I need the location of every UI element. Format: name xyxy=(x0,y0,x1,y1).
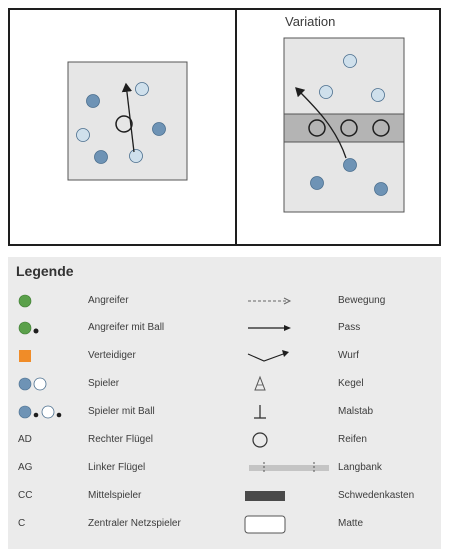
legend-row: Verteidiger Wurf xyxy=(8,346,441,366)
cone-icon xyxy=(254,375,266,391)
legend-panel: Legende Angreifer Bewegung Angreifer mit… xyxy=(8,257,441,549)
legend-label: Linker Flügel xyxy=(88,462,146,473)
hoop-icon xyxy=(340,119,358,137)
legend-abbr: AD xyxy=(18,434,32,445)
player-light xyxy=(319,85,333,99)
legend-label: Schwedenkasten xyxy=(338,490,415,501)
legend-label: Reifen xyxy=(338,434,367,445)
left-court xyxy=(67,61,188,181)
legend-label: Angreifer mit Ball xyxy=(88,322,165,333)
attacker-with-ball-icon xyxy=(18,321,39,335)
legend-label: Wurf xyxy=(338,350,359,361)
legend-abbr: CC xyxy=(18,490,33,501)
hoop-icon xyxy=(115,115,133,133)
player-blue xyxy=(343,158,357,172)
legend-label: Malstab xyxy=(338,406,374,417)
player-blue xyxy=(86,94,100,108)
legend-label: Verteidiger xyxy=(88,350,136,361)
legend-row: Spieler mit Ball Malstab xyxy=(8,402,441,422)
pass-arrow xyxy=(121,82,135,153)
hoop-icon xyxy=(252,432,268,448)
legend-row: AG Linker Flügel Langbank xyxy=(8,458,441,478)
player-blue xyxy=(94,150,108,164)
pass-arrow-icon xyxy=(248,325,291,331)
panel-divider xyxy=(235,10,237,244)
legend-row: AD Rechter Flügel Reifen xyxy=(8,430,441,450)
variation-label: Variation xyxy=(285,14,336,29)
vaulting-box-icon xyxy=(245,491,285,501)
player-light xyxy=(129,149,143,163)
legend-label: Rechter Flügel xyxy=(88,434,154,445)
player-light xyxy=(343,54,357,68)
legend-label: Spieler mit Ball xyxy=(88,406,155,417)
legend-label: Spieler xyxy=(88,378,120,389)
defender-icon xyxy=(19,350,31,362)
legend-row: Angreifer Bewegung xyxy=(8,291,441,311)
movement-arrow-icon xyxy=(248,297,292,305)
bench-icon xyxy=(249,462,329,474)
legend-row: C Zentraler Netzspieler Matte xyxy=(8,514,441,534)
player-light xyxy=(135,82,149,96)
legend-abbr: AG xyxy=(18,462,33,473)
player-blue xyxy=(310,176,324,190)
hoop-icon xyxy=(372,119,390,137)
legend-row: CC Mittelspieler Schwedenkasten xyxy=(8,486,441,506)
mat-icon xyxy=(244,515,286,534)
player-blue xyxy=(374,182,388,196)
legend-label: Bewegung xyxy=(338,295,386,306)
pole-icon xyxy=(254,405,266,419)
legend-row: Spieler Kegel xyxy=(8,374,441,394)
exercise-diagram xyxy=(67,37,405,213)
player-icon xyxy=(18,377,47,391)
legend-label: Kegel xyxy=(338,378,364,389)
shot-arrow-icon xyxy=(247,350,289,362)
attacker-icon xyxy=(18,294,32,308)
hoop-icon xyxy=(308,119,326,137)
player-light xyxy=(76,128,90,142)
legend-label: Zentraler Netzspieler xyxy=(88,518,181,529)
legend-title: Legende xyxy=(16,263,74,279)
right-court xyxy=(283,37,405,213)
legend-abbr: C xyxy=(18,518,26,529)
legend-label: Pass xyxy=(338,322,361,333)
pass-arrow xyxy=(295,87,347,159)
legend-label: Matte xyxy=(338,518,364,529)
legend-label: Angreifer xyxy=(88,295,129,306)
player-blue xyxy=(152,122,166,136)
legend-row: Angreifer mit Ball Pass xyxy=(8,318,441,338)
player-with-ball-icon xyxy=(18,405,62,419)
player-light xyxy=(371,88,385,102)
legend-label: Langbank xyxy=(338,462,382,473)
legend-label: Mittelspieler xyxy=(88,490,142,501)
